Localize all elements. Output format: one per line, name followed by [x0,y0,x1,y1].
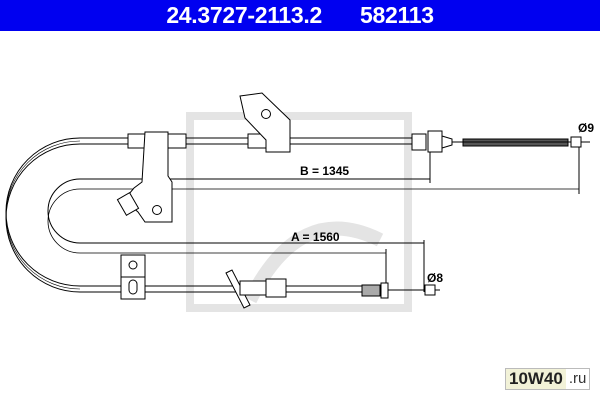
bottom-middle-clip [225,269,251,309]
top-right-clip [239,92,291,153]
dimension-b-label: B = 1345 [300,164,349,178]
dimension-a-label: A = 1560 [291,230,340,244]
reference-number: 582113 [360,2,434,28]
diameter-top-label: Ø9 [578,121,594,135]
top-left-bracket [123,131,173,223]
dimension-loop [47,178,430,244]
cable-outer [5,137,420,287]
part-number: 24.3727-2113.2 [166,2,322,28]
title-bar: 24.3727-2113.2 582113 [0,0,600,31]
site-logo: 10W40.ru [505,368,591,390]
ate-watermark [186,112,412,312]
diameter-bottom-label: Ø8 [427,271,443,285]
